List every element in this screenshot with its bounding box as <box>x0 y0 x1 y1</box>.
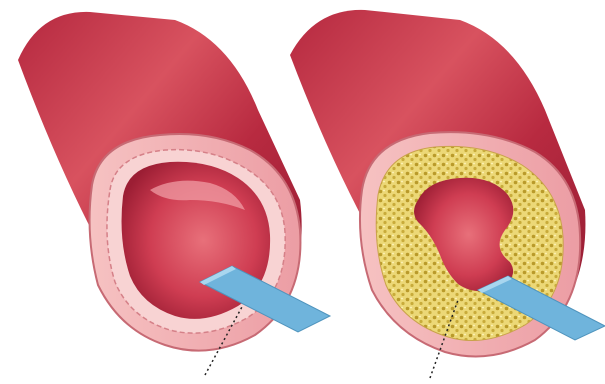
healthy-artery <box>18 12 330 375</box>
narrowed-artery <box>290 10 605 378</box>
